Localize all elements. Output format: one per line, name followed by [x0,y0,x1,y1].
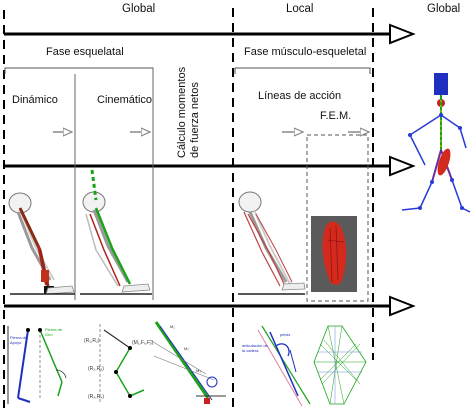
svg-text:M₃: M₃ [196,368,201,373]
diagram-kinematic-chain: (R₁,R₂) (M₁,Fₓ,Fᵧ) (R₂,R₃) (R₃,R₄) [84,324,154,404]
stage-fem-label: F.E.M. [320,110,352,122]
middle-flow-arrow [4,155,416,177]
skeletal-phase-bracket [4,67,154,74]
phase-skeletal-label: Fase esquelatal [46,46,124,58]
fem-dashed-box [306,134,369,302]
phase-musculoskeletal-label: Fase músculo-esqueletal [244,46,367,58]
svg-text:(M₁,Fₓ,Fᵧ): (M₁,Fₓ,Fᵧ) [132,340,154,346]
diagram-support-leg [7,326,67,404]
musculoskeletal-phase-bracket [234,67,371,74]
top-flow-arrow [4,23,416,45]
global-skeleton-figure [401,73,471,213]
svg-text:(R₃,R₄): (R₃,R₄) [88,394,104,400]
diagram-fem-mesh [313,325,367,405]
net-moments-line-1: Cálculo momentos [176,66,188,158]
annotation-pelvis: pelvis [280,332,291,337]
svg-text:(R₂,R₃): (R₂,R₃) [88,366,104,372]
header-local: Local [286,3,314,15]
annotation-swing-leg: Pierna de Giro [45,327,63,337]
stage-net-moments-label: Cálculo momentos de fuerza netos [176,67,202,158]
bottom-flow-arrow [4,295,416,317]
leg-illustration-dynamic [8,192,75,295]
header-global-right: Global [427,3,461,15]
stage-kinematic-label: Cinemático [97,94,153,106]
fem-muscle-image [311,216,357,292]
stage-action-lines-label: Líneas de acción [258,90,342,102]
stage-dynamic-label: Dinámico [12,94,58,106]
header-global-left: Global [122,3,156,15]
leg-illustration-kinematic [80,169,152,295]
diagram-muscle-insertion [257,325,311,407]
leg-illustration-action-lines [238,191,306,295]
annotation-hip-insertion: articulación de la cadera [242,343,268,353]
annotation-support-leg: Pierna de Apoyo [10,335,28,345]
svg-text:M₁: M₁ [170,324,175,329]
net-moments-line-2: de fuerza netos [189,82,201,158]
diagram-net-moments: M₁ M₂ M₃ [149,321,226,404]
svg-text:M₂: M₂ [184,346,189,351]
svg-text:(R₁,R₂): (R₁,R₂) [84,338,100,344]
